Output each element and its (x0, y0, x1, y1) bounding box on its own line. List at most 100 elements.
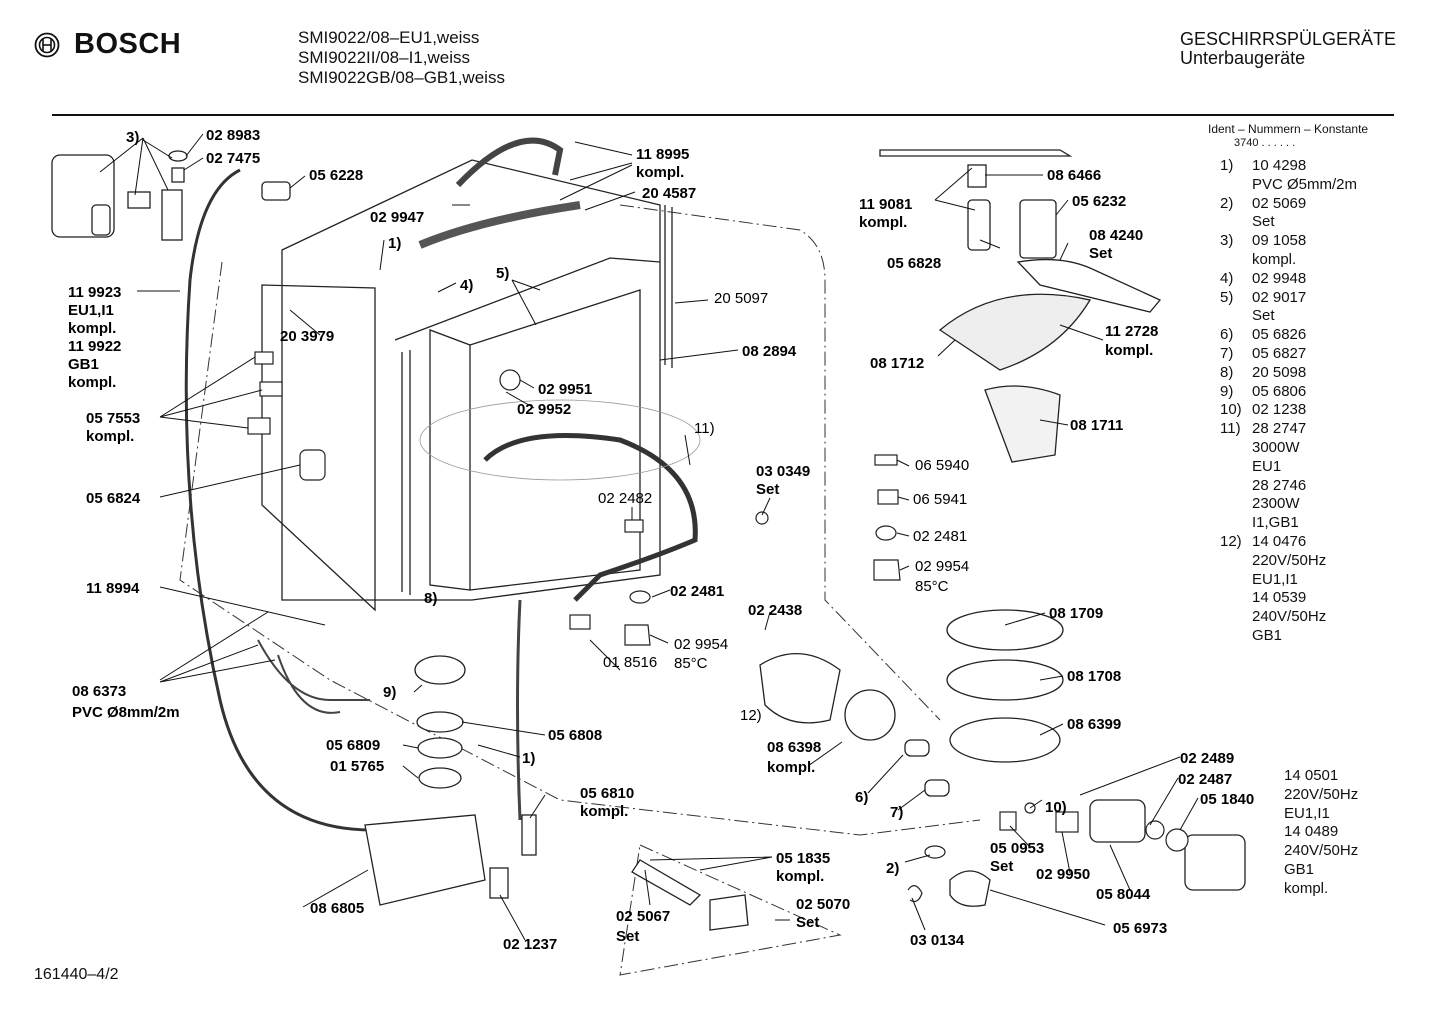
grommet-022481 (629, 590, 651, 604)
legend-value: 02 9948 (1252, 269, 1307, 287)
part-label: 05 1835 (776, 850, 830, 867)
part-label: Set (616, 928, 639, 945)
legend-value: GB1 (1252, 626, 1283, 644)
leader-pump (807, 612, 1064, 811)
part-label: 20 3979 (280, 328, 334, 345)
legend-value: I1,GB1 (1252, 514, 1299, 532)
legend-row: 10)02 1238 (1208, 401, 1408, 420)
fine-filter-cartridge (1019, 199, 1057, 259)
part-label: kompl. (580, 803, 628, 820)
part-label: 20 4587 (642, 185, 696, 202)
legend-row: 6)05 6826 (1208, 326, 1408, 345)
part-label: 02 8983 (206, 127, 260, 144)
model-line: SMI9022II/08–I1,weiss (298, 48, 470, 67)
part-label: 05 7553 (86, 410, 140, 427)
part-label: 05 6808 (548, 727, 602, 744)
variant-line: 240V/50Hz (1284, 842, 1359, 860)
part-label: 11 2728 (1105, 323, 1158, 340)
part-label: 2) (886, 860, 899, 877)
legend-values: 20 5098 (1252, 364, 1306, 383)
part-label: 02 7475 (206, 150, 260, 167)
tub-inner-frame (469, 289, 641, 591)
part-label: 08 6805 (310, 900, 364, 917)
leader-mid (159, 434, 691, 683)
vent-hose (516, 599, 522, 821)
sensor-bracket (709, 894, 749, 931)
product-category: GESCHIRRSPÜLGERÄTE Unterbaugeräte (1180, 30, 1396, 68)
variant-line: GB1 (1284, 860, 1315, 878)
clamp-030134 (907, 885, 923, 903)
model-list: SMI9022/08–EU1,weiss SMI9022II/08–I1,wei… (298, 28, 505, 88)
drain-hose (257, 639, 370, 714)
impeller-051840 (1165, 828, 1189, 852)
leader-heater (589, 497, 771, 671)
inlet-hose (184, 168, 373, 832)
legend-value: 3000W (1252, 438, 1300, 456)
small-parts (247, 351, 1189, 903)
header-divider (52, 114, 1394, 116)
door-lock-056824 (299, 449, 326, 481)
part-label: 06 5941 (913, 491, 967, 508)
level-sensor (489, 867, 509, 899)
legend-value: Set (1252, 213, 1275, 231)
part-label: EU1,I1 (68, 302, 114, 319)
leader-spray (934, 167, 1069, 261)
coarse-filter (984, 385, 1061, 463)
spray-arm-bearing (967, 164, 987, 188)
part-label: 02 9951 (538, 381, 592, 398)
legend-values: 05 6806 (1252, 383, 1306, 402)
legend-number: 3) (1220, 232, 1234, 250)
switch-057553-b (259, 381, 283, 397)
legend-value: EU1 (1252, 457, 1282, 475)
part-label: 03 0349 (756, 463, 810, 480)
part-label: 08 1709 (1049, 605, 1103, 622)
ring-015765 (418, 767, 462, 789)
legend-number: 12) (1220, 532, 1242, 550)
aquastop-clip (91, 204, 111, 236)
part-label: 05 6228 (309, 167, 363, 184)
part-label: 02 9947 (370, 209, 424, 226)
part-label: kompl. (86, 428, 134, 445)
part-label: 11 8995 (636, 146, 689, 163)
variant-line: kompl. (1284, 879, 1329, 897)
inlet-valve-assembly (51, 150, 291, 241)
part-label: 11 8994 (86, 580, 140, 597)
part-label: 85°C (915, 578, 949, 595)
legend-values: 05 6826 (1252, 326, 1306, 345)
variant-line: 220V/50Hz (1284, 785, 1359, 803)
drain-pump-motor (1184, 834, 1246, 891)
legend-value: 09 1058 (1252, 232, 1307, 250)
filter-screen (171, 167, 185, 183)
part-label: 08 6373 (72, 683, 126, 700)
drain-pump-housing (1089, 799, 1146, 843)
part-label: kompl. (68, 320, 116, 337)
softener-group (364, 655, 749, 931)
model-line: SMI9022GB/08–GB1,weiss (298, 68, 505, 87)
legend-number: 1) (1220, 157, 1234, 174)
legend-values: 02 1238 (1252, 401, 1306, 420)
part-label: 08 1711 (1070, 417, 1123, 434)
part-label: 02 1237 (503, 936, 557, 953)
valve-body (161, 189, 183, 241)
part-label: 05 6810 (580, 785, 634, 802)
part-label: 11 9081 (859, 196, 912, 213)
leader-bottom (904, 854, 1106, 931)
part-label: Set (1089, 245, 1112, 262)
grommet-022481-b (875, 525, 897, 541)
leader-valve (183, 133, 306, 189)
tub-floor-swirl (419, 399, 701, 481)
thermostat-029954 (624, 624, 651, 646)
heating-element (483, 433, 698, 602)
legend-row: 8)20 5098 (1208, 364, 1408, 383)
seal-strip-8 (401, 350, 411, 595)
part-label: Set (796, 914, 819, 931)
part-label: 12) (740, 707, 762, 724)
part-label: 02 9952 (517, 401, 571, 418)
model-line: SMI9022/08–EU1,weiss (298, 28, 480, 47)
hose-fitting (261, 181, 291, 201)
